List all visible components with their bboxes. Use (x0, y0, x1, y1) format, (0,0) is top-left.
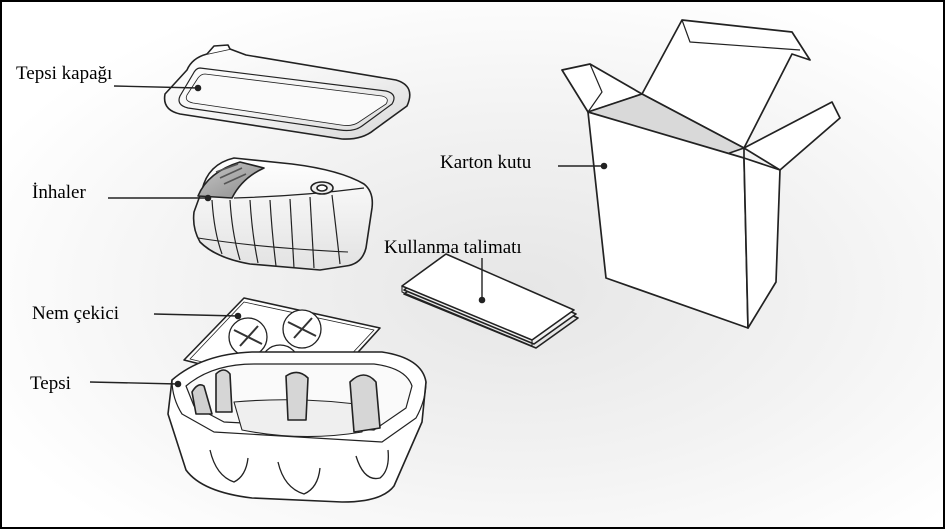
label-leaflet: Kullanma talimatı (384, 237, 522, 258)
label-desiccant: Nem çekici (32, 303, 120, 324)
leader-dot-carton (600, 162, 608, 170)
inhaler-drawing (192, 157, 374, 271)
label-tray: Tepsi (30, 373, 71, 394)
label-carton-box: Karton kutu (440, 152, 532, 173)
leaflet-drawing (401, 253, 579, 349)
leader-dot-desiccant (234, 312, 242, 320)
leader-lines (89, 84, 608, 388)
carton-box-drawing (561, 19, 841, 329)
label-inhaler: İnhaler (32, 182, 86, 203)
label-tray-lid: Tepsi kapağı (16, 63, 113, 84)
leader-line-desiccant (153, 313, 239, 317)
leader-dot-leaflet (478, 296, 486, 304)
leader-line-tray (89, 381, 179, 385)
leader-dot-tray (174, 380, 182, 388)
leader-line-tray-lid (113, 85, 199, 89)
tray-drawing (167, 351, 427, 503)
tray-lid-drawing (163, 44, 411, 140)
leader-dot-inhaler (204, 194, 212, 202)
leader-dot-tray-lid (194, 84, 202, 92)
